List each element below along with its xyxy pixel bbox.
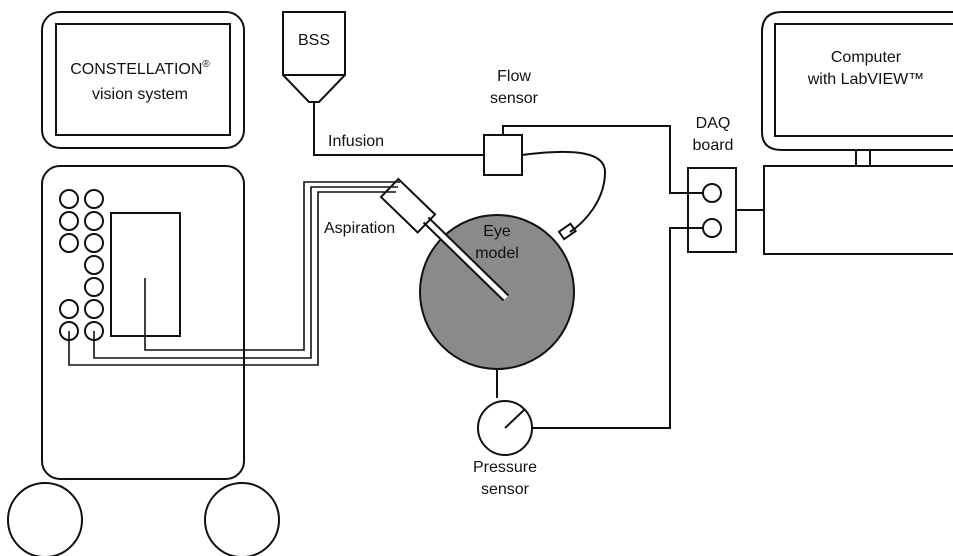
registered-mark: ®	[202, 59, 210, 70]
flow-sensor-box	[483, 134, 523, 176]
bss-label: BSS	[298, 32, 330, 49]
svg-text:CONSTELLATION®: CONSTELLATION®	[70, 59, 210, 78]
aspiration-handpiece	[379, 177, 510, 302]
pressure-sensor-label-line1: Pressure	[473, 459, 537, 476]
flow-signal-wire	[502, 125, 703, 194]
infusion-tube-to-eye	[521, 150, 607, 233]
eye-model-label-line2: model	[475, 245, 519, 262]
console-port-circles	[59, 189, 104, 341]
pressure-sensor	[477, 369, 533, 456]
pressure-signal-wire	[532, 227, 703, 429]
cart-wheel-right	[204, 482, 280, 556]
daq-label-line1: DAQ	[696, 115, 731, 132]
flow-sensor-label-line1: Flow	[497, 68, 531, 85]
bss-bottle: BSS	[282, 11, 346, 103]
flow-sensor-label-line2: sensor	[490, 90, 539, 107]
eye-model-label-line1: Eye	[483, 223, 511, 240]
computer-label-line2: with LabVIEW™	[807, 71, 924, 88]
infusion-port	[557, 222, 577, 241]
constellation-monitor: CONSTELLATION® vision system	[41, 11, 245, 149]
aspiration-label: Aspiration	[324, 220, 395, 237]
constellation-console	[41, 165, 245, 480]
infusion-line	[313, 102, 484, 156]
computer-label-line1: Computer	[831, 49, 902, 66]
daq-board	[687, 167, 737, 253]
aspiration-tubing	[68, 181, 400, 366]
cart-wheel-left	[7, 482, 83, 556]
constellation-label-line2: vision system	[92, 86, 188, 103]
infusion-label: Infusion	[328, 133, 384, 150]
constellation-label-line1: CONSTELLATION	[70, 61, 202, 78]
pressure-sensor-label-line2: sensor	[481, 481, 530, 498]
daq-label-line2: board	[693, 137, 734, 154]
computer	[761, 11, 953, 255]
